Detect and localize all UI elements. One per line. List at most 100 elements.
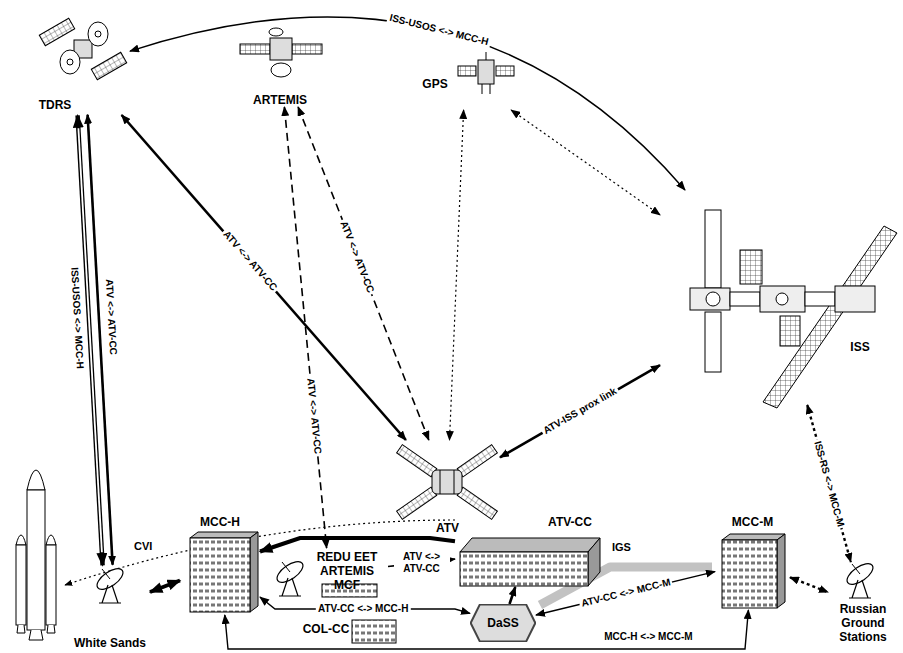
connector-line (536, 572, 715, 615)
buildings-part (722, 534, 785, 540)
ground-dishes-part (94, 565, 127, 603)
iss-station (690, 210, 897, 408)
ariane-rocket-part (27, 490, 45, 630)
control-center-node: COL-CC (300, 614, 400, 644)
connector (298, 107, 429, 440)
tdrs-satellite-part (91, 52, 126, 79)
buildings-part (250, 532, 258, 612)
ariane-rocket-part (16, 545, 26, 625)
iss-station-part (760, 286, 805, 312)
tdrs-satellite-part (95, 31, 101, 37)
satellite-node: GPS (415, 45, 515, 110)
iss-station-part (835, 286, 875, 312)
buildings-part (588, 538, 600, 586)
artemis-satellite (240, 28, 322, 77)
satellite-node: TDRS (30, 20, 130, 115)
control-center-node: MCC-M (715, 515, 790, 610)
control-center-node: MCC-H (180, 515, 260, 615)
connector (510, 587, 516, 604)
buildings-part (190, 538, 250, 612)
artemis-satellite-part (292, 44, 322, 54)
tdrs-satellite-part (39, 18, 74, 45)
connector-line (298, 107, 429, 440)
connector-line (500, 365, 660, 457)
iss-station-part (730, 292, 760, 306)
connector (130, 17, 685, 190)
node-label: GPS (415, 77, 455, 91)
connector (450, 110, 464, 440)
connector-line (284, 107, 326, 548)
node-label: ATV-CC (540, 515, 600, 529)
iss-station-part (705, 210, 721, 288)
buildings-part (190, 532, 258, 538)
gps-satellite-part (478, 60, 494, 84)
tdrs-satellite (39, 18, 126, 79)
band-label: IGS (612, 541, 631, 554)
connector (511, 110, 660, 215)
ground-station-node: White Sands (70, 565, 150, 650)
gps-satellite-part (496, 66, 514, 76)
gps-satellite (458, 52, 514, 94)
link-label: CVI (134, 540, 152, 553)
node-label: COL-CC (302, 622, 350, 636)
connector-line (807, 405, 851, 562)
connector-label: MCC-H <-> MCC-M (602, 631, 694, 643)
buildings-part (722, 540, 777, 608)
connector-line (790, 577, 828, 592)
iss-station-part (805, 292, 835, 306)
artemis-satellite-part (270, 38, 292, 60)
artemis-satellite-part (269, 28, 283, 36)
tdrs-satellite-part (67, 59, 73, 65)
artemis-satellite-part (240, 44, 270, 54)
node-label: Russian Ground Stations (828, 602, 898, 644)
connector (807, 405, 851, 562)
connector (790, 577, 828, 592)
iss-station-part (690, 288, 730, 310)
node-label: MCC-H (180, 515, 260, 529)
buildings-part (777, 534, 785, 608)
dass-hexagon: DaSS (470, 604, 536, 642)
connector-label: ATV <-> ATV-CC (304, 375, 324, 456)
connector-label: ATV <-> ATV-CC (103, 276, 119, 356)
connector (500, 365, 660, 457)
connector (260, 538, 455, 552)
atv-spacecraft (397, 445, 498, 520)
iss-station-part (763, 226, 897, 408)
buildings-part (460, 552, 588, 586)
connector-label: ATV <-> ATV-CC (394, 551, 450, 575)
ariane-rocket (16, 470, 56, 640)
node-label: White Sands (70, 636, 150, 650)
hexagon-shape (471, 604, 536, 641)
connector-label: ISS-USOS <-> MCC-H (386, 12, 491, 49)
node-label: DaSS (470, 616, 536, 630)
iss-station-part (705, 312, 721, 372)
ariane-rocket-part (16, 535, 26, 545)
node-label: REDU EET ARTEMIS MCF (306, 550, 388, 592)
connector-line (122, 115, 406, 440)
node-label: ARTEMIS (235, 93, 325, 107)
gps-satellite-part (482, 52, 490, 94)
ground-station-node: Russian Ground Stations (828, 562, 898, 650)
ground-station-node: REDU EET ARTEMIS MCF (270, 548, 388, 598)
buildings-part (352, 620, 396, 643)
connector (284, 107, 326, 548)
satellite-node: ARTEMIS (235, 15, 325, 107)
iss-station-part (740, 250, 762, 284)
node-label: ATV (395, 521, 500, 535)
ariane-rocket-part (27, 470, 45, 490)
cvi-line (65, 520, 455, 585)
station-node: ISS (660, 190, 895, 405)
connector-line (450, 110, 464, 440)
artemis-satellite-part (271, 63, 291, 77)
connector-label: ATV <-> ATV-CC (337, 217, 377, 296)
atv-spacecraft-part (440, 470, 454, 494)
tdrs-satellite-part (60, 50, 80, 74)
connector-label: ISS-USOS <-> MCC-H (68, 265, 86, 371)
ground-dishes-part (844, 560, 877, 598)
connector-line (510, 587, 516, 604)
control-center-node: ATV-CC (455, 515, 600, 587)
buildings (190, 532, 785, 643)
connector-label: ISS-RS <-> MCC-M (811, 437, 847, 529)
